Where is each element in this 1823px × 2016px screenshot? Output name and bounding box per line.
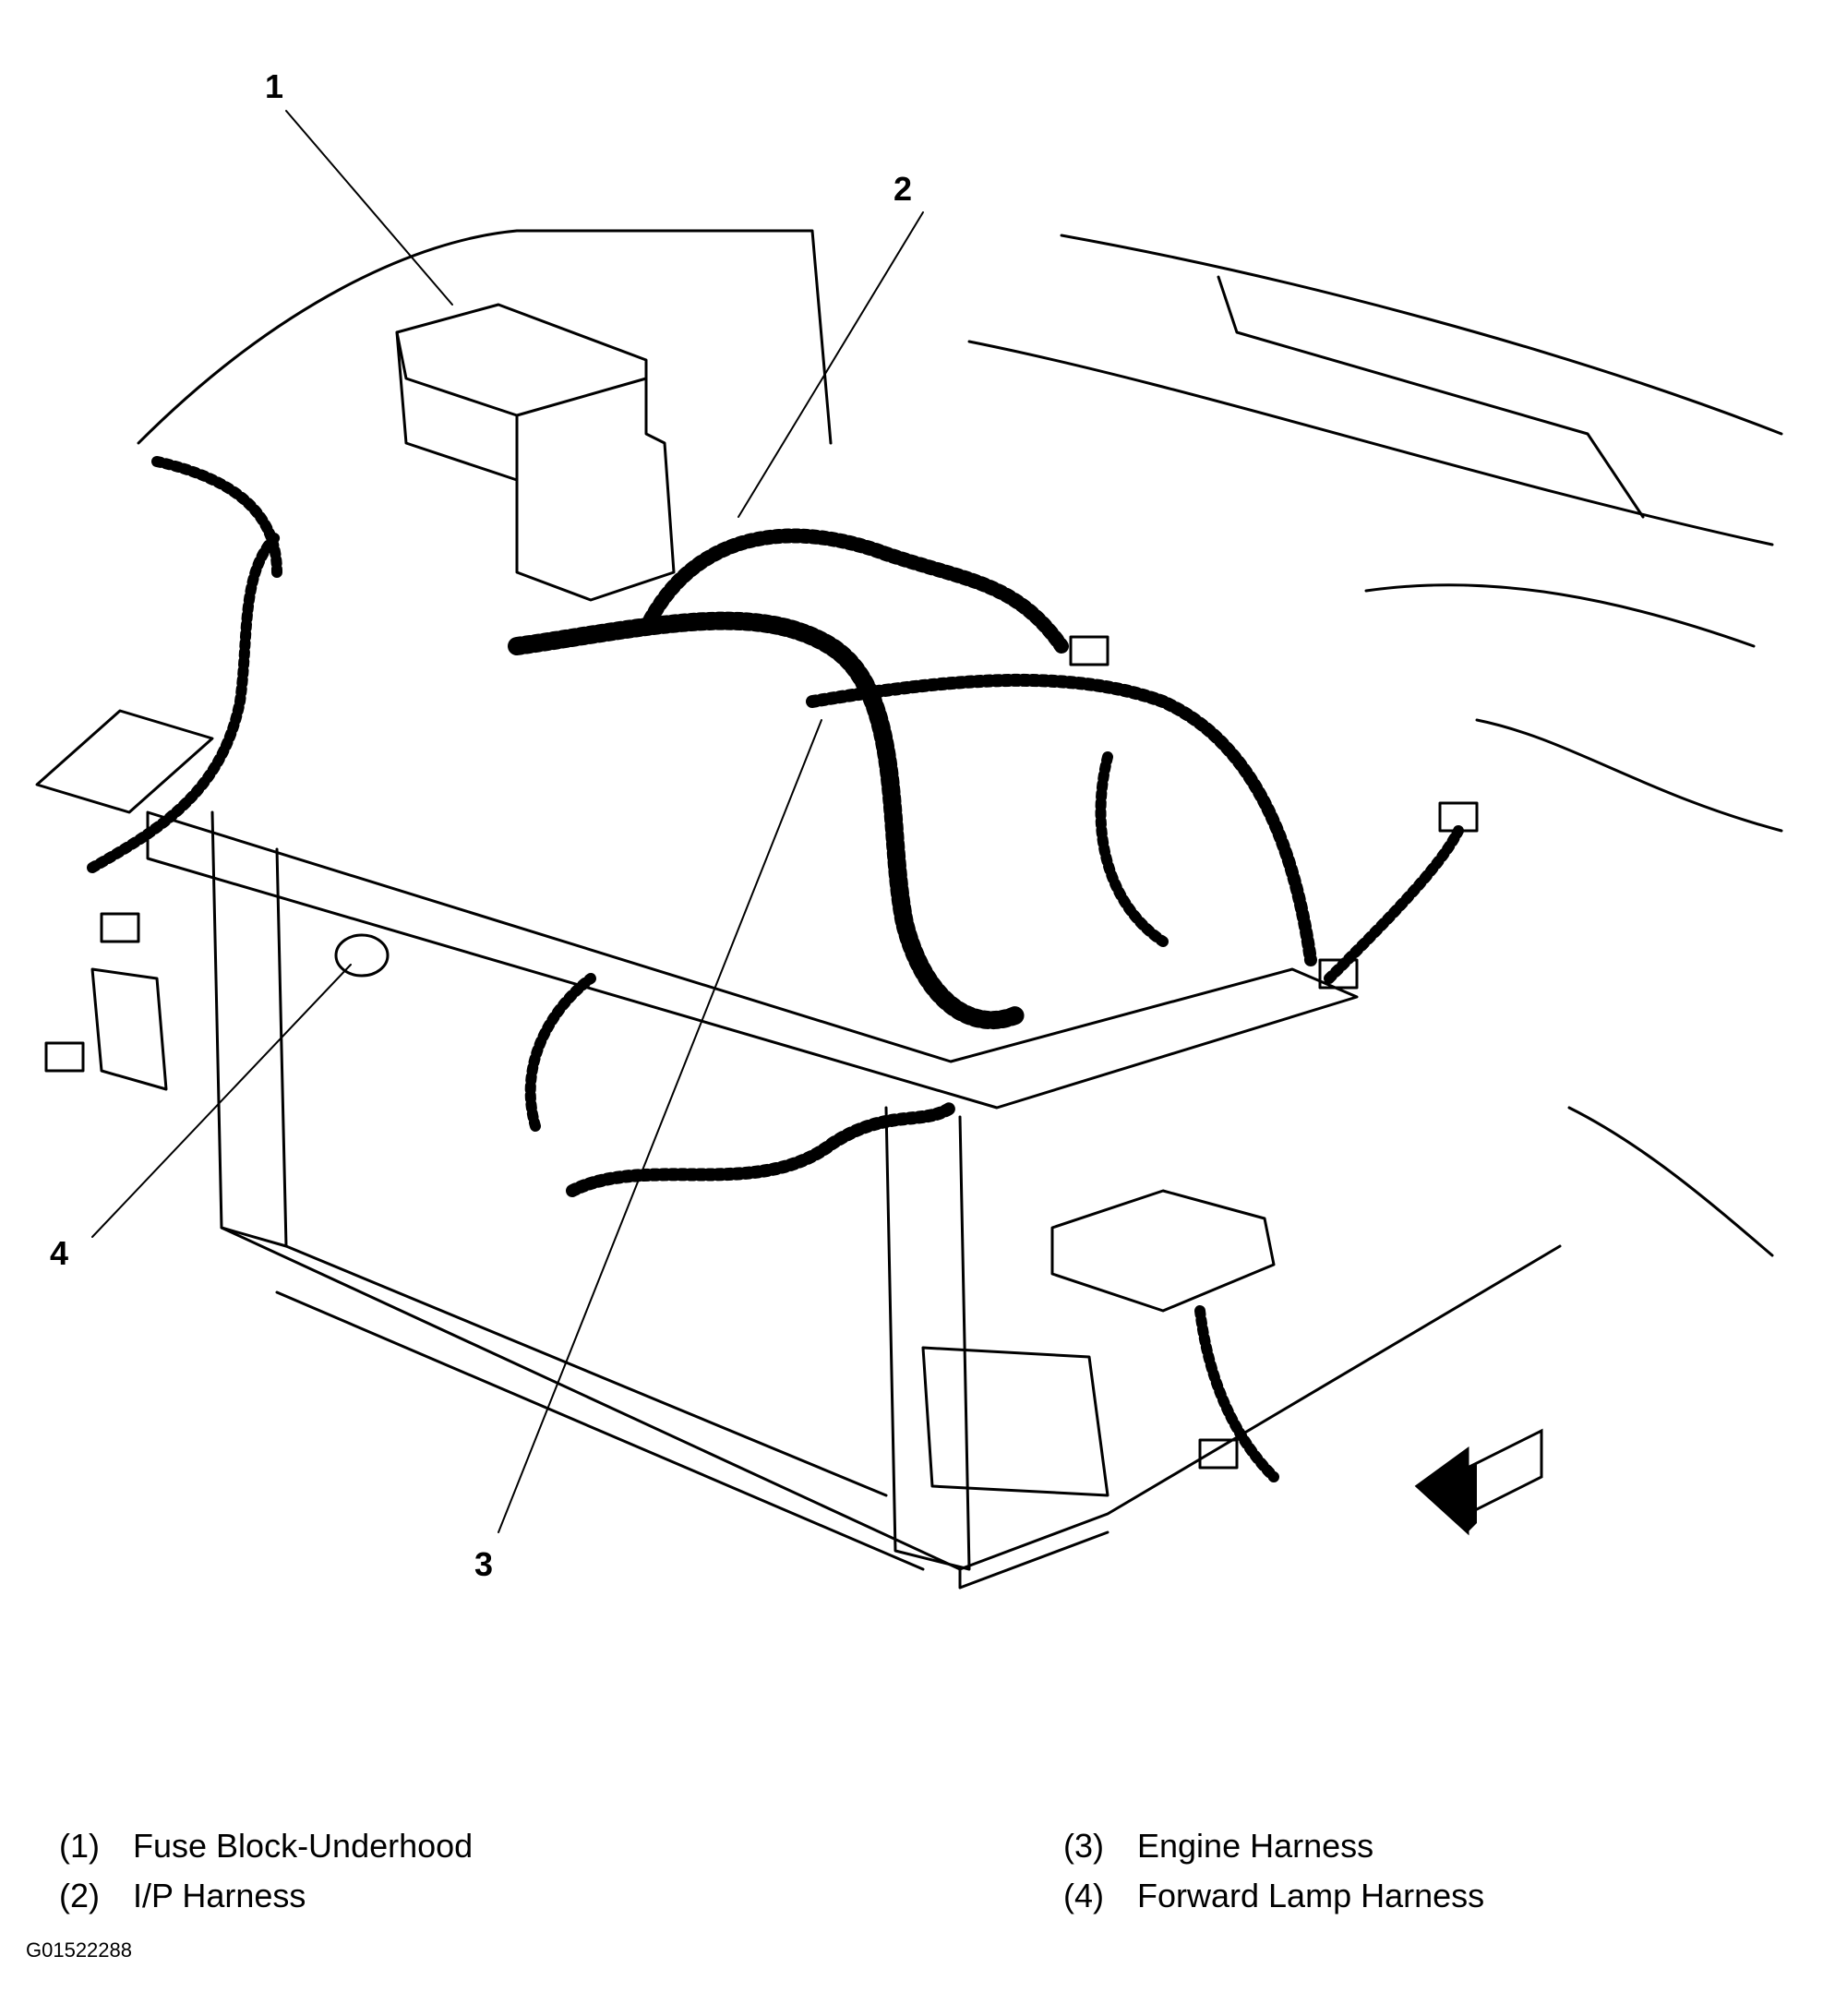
legend-label: Fuse Block-Underhood [133,1827,474,1865]
leader-1 [285,110,453,306]
legend-item-1: (1) Fuse Block-Underhood [59,1830,473,1863]
figure-id: G01522288 [26,1938,132,1962]
fender-right [1060,234,1783,436]
lamp-socket [334,933,390,978]
radiator-support-right [884,1106,971,1571]
legend-label: I/P Harness [133,1877,306,1914]
callout-4: 4 [50,1234,69,1272]
forward-lamp-harness [87,530,282,873]
legend-item-2: (2) I/P Harness [59,1879,306,1913]
legend-number: (3) [1063,1827,1104,1865]
legend-item-4: (4) Forward Lamp Harness [1063,1879,1484,1913]
legend-number: (1) [59,1827,100,1865]
harness-illustration [35,110,1783,1590]
engine-harness [566,1101,957,1197]
front-direction-arrow-icon [1414,1428,1543,1536]
legend-number: (4) [1063,1877,1104,1914]
callout-3: 3 [474,1545,494,1583]
callout-2: 2 [894,170,913,208]
ip-harness [508,611,1025,1029]
legend-number: (2) [59,1877,100,1914]
fender-right-2 [1217,275,1645,519]
legend-label: Engine Harness [1137,1827,1374,1865]
hood-outline [137,229,833,445]
left-bracket [35,709,214,814]
leader-4 [91,964,352,1238]
callout-1: 1 [265,67,284,105]
leader-3 [498,719,822,1533]
radiator-support-bottom [220,1226,1562,1571]
radiator-support-top [146,810,1359,1110]
radiator-support-left [210,810,288,1248]
leader-2 [738,211,924,518]
legend-item-3: (3) Engine Harness [1063,1830,1373,1863]
fuse-block-body [395,303,676,602]
legend-label: Forward Lamp Harness [1137,1877,1485,1914]
